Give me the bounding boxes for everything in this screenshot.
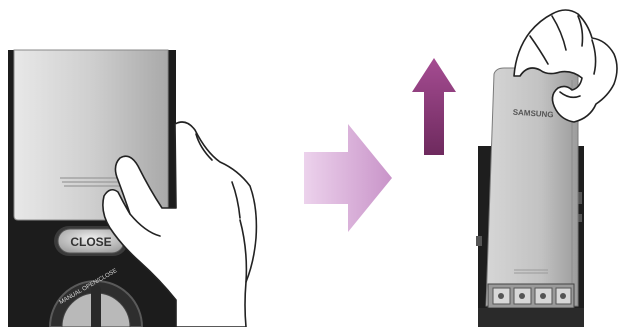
close-button-label: CLOSE bbox=[70, 235, 111, 249]
arrow-right-icon bbox=[304, 124, 392, 232]
battery-compartment bbox=[478, 284, 584, 327]
arrow-up-icon bbox=[412, 58, 456, 155]
